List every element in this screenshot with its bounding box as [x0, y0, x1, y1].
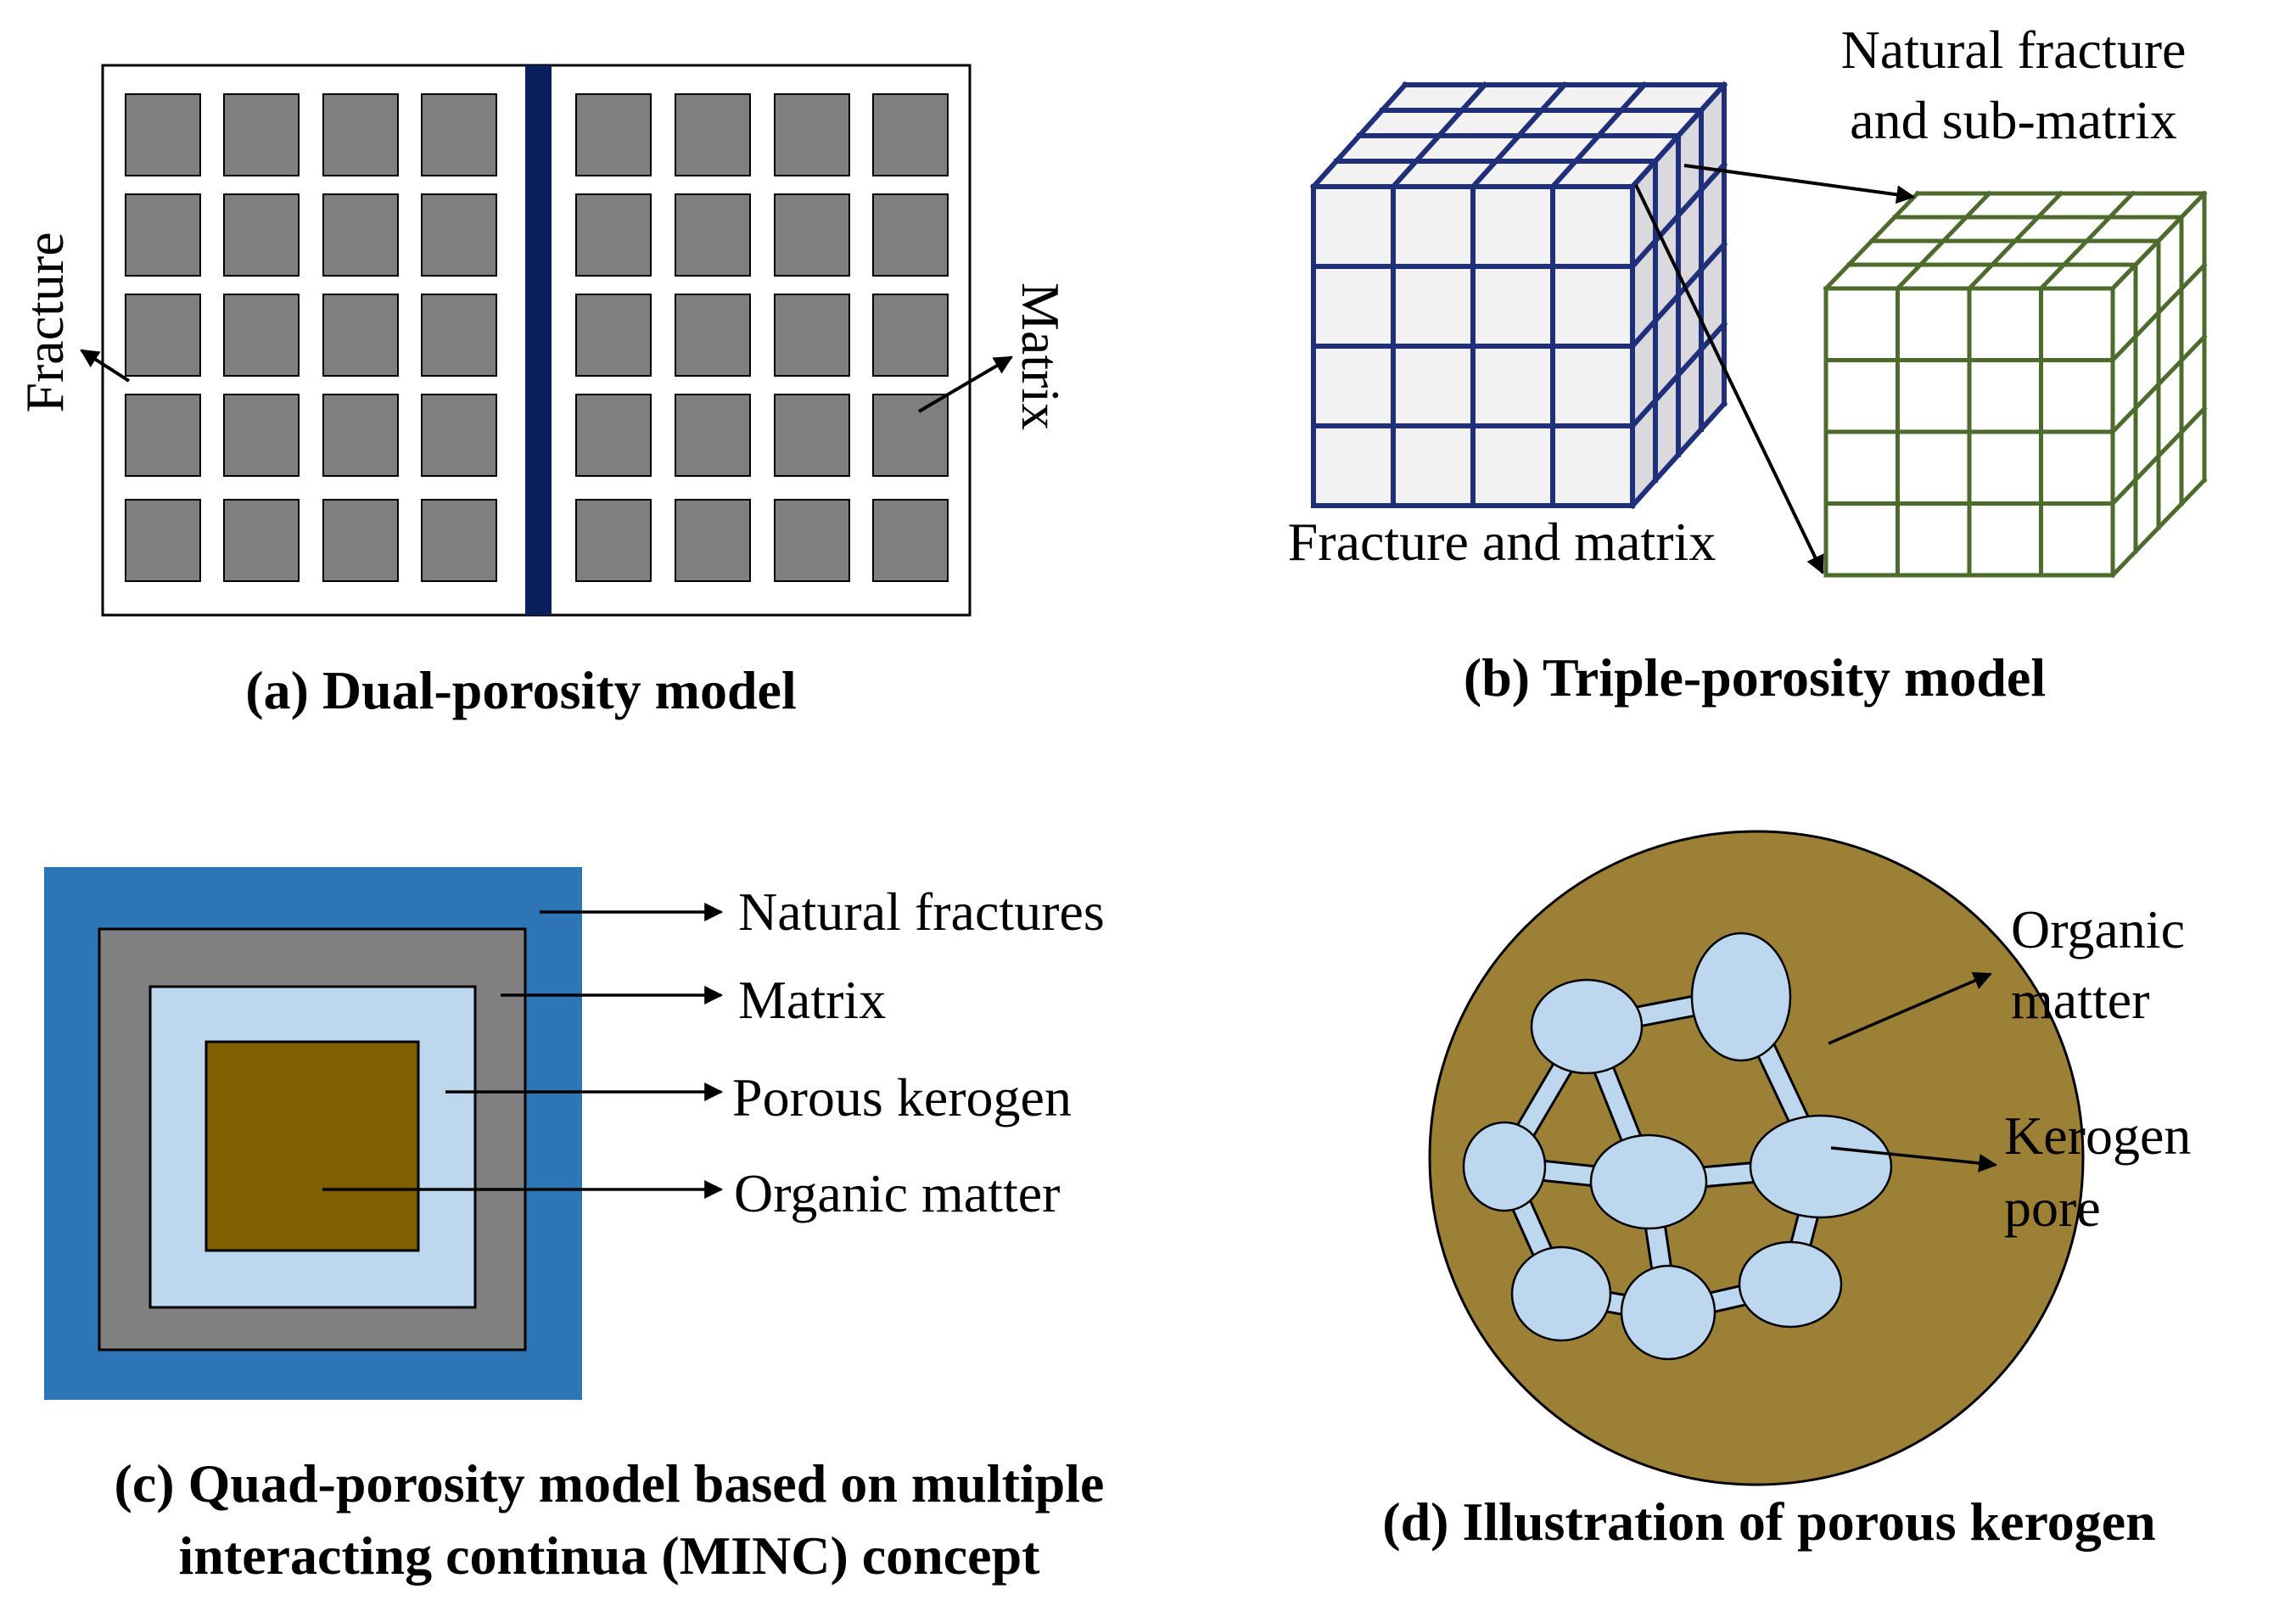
natural-fracture-label-line2: and sub-matrix: [1850, 90, 2177, 150]
matrix-block: [125, 294, 201, 377]
matrix-block: [675, 193, 751, 277]
organic-label-line2: matter: [2011, 970, 2149, 1030]
fracture-arrow: [80, 349, 131, 383]
matrix-block: [421, 499, 497, 582]
matrix-block: [675, 294, 751, 377]
matrix-block: [872, 93, 949, 176]
matrix-block: [223, 193, 300, 277]
panel-b-triple-porosity: Natural fracture and sub-matrix Fracture…: [1288, 20, 2208, 708]
matrix-block: [872, 193, 949, 277]
matrix-block: [774, 93, 850, 176]
kerogen-pore: [1530, 978, 1644, 1075]
fracture-matrix-cube: [1309, 81, 1728, 510]
matrix-block: [223, 499, 300, 582]
matrix-block: [322, 93, 399, 176]
matrix-block: [421, 294, 497, 377]
matrix-block: [575, 394, 652, 477]
natural-fracture-label-line1: Natural fracture: [1841, 20, 2187, 80]
kerogen-pore-arrow: [1830, 1146, 1998, 1172]
cube-grid-line: [1628, 320, 1728, 430]
matrix-block: [421, 93, 497, 176]
layer-label-matrix: Matrix: [738, 970, 886, 1030]
matrix-label: Matrix: [1011, 283, 1071, 430]
matrix-block: [774, 499, 850, 582]
matrix-block: [223, 93, 300, 176]
matrix-block: [575, 294, 652, 377]
cube-connector-arrow-bottom: [1634, 184, 1824, 574]
matrix-block: [421, 394, 497, 477]
fracture-label: Fracture: [14, 232, 75, 412]
matrix-block: [575, 499, 652, 582]
matrix-block: [575, 93, 652, 176]
matrix-block: [675, 93, 751, 176]
panel-d-caption: (d) Illustration of porous kerogen: [1382, 1491, 2156, 1552]
panel-c-caption-line1: (c) Quad-porosity model based on multipl…: [115, 1453, 1105, 1514]
matrix-block: [125, 93, 201, 176]
natural-fracture-sub-matrix-cube: [1823, 190, 2208, 579]
matrix-arrow: [917, 355, 1013, 413]
matrix-block: [872, 394, 949, 477]
fracture-and-matrix-label: Fracture and matrix: [1288, 512, 1716, 572]
kerogen-pore: [1462, 1121, 1547, 1212]
cube-connector-arrow-top: [1683, 164, 1916, 204]
kerogen-pore: [1738, 1240, 1843, 1329]
cube-grid-line: [1628, 400, 1728, 510]
layer-label-porous-kerogen: Porous kerogen: [732, 1067, 1072, 1128]
pore-label-line1: Kerogen: [2004, 1105, 2191, 1166]
matrix-block: [322, 499, 399, 582]
matrix-block: [322, 394, 399, 477]
panel-c-caption-line2: interacting continua (MINC) concept: [179, 1525, 1041, 1586]
matrix-block: [125, 499, 201, 582]
kerogen-pores: [1462, 932, 1893, 1361]
organic-matter-arrow-d: [1828, 971, 1993, 1045]
pore-label-line2: pore: [2004, 1178, 2101, 1238]
layer-label-organic-matter: Organic matter: [734, 1163, 1060, 1223]
panel-a-caption: (a) Dual-porosity model: [245, 660, 796, 720]
kerogen-pore: [1589, 1133, 1708, 1230]
organic-matter-core: [204, 1040, 420, 1252]
matrix-block: [872, 499, 949, 582]
panel-d-porous-kerogen: Organic matter Kerogen pore (d) Illustra…: [1382, 830, 2191, 1552]
organic-label-line1: Organic: [2011, 899, 2185, 960]
cube-grid-line: [2037, 190, 2136, 292]
matrix-block: [774, 394, 850, 477]
fracture-line: [525, 65, 552, 615]
matrix-block: [125, 193, 201, 277]
matrix-block: [675, 394, 751, 477]
kerogen-pore: [1510, 1245, 1612, 1342]
matrix-block: [872, 294, 949, 377]
matrix-block: [125, 394, 201, 477]
matrix-block: [774, 294, 850, 377]
matrix-block: [223, 394, 300, 477]
panel-c-quad-porosity: Natural fractures Matrix Porous kerogen …: [44, 867, 1105, 1586]
kerogen-pore: [1690, 932, 1792, 1062]
matrix-block: [322, 294, 399, 377]
cube-grid-line: [2109, 405, 2208, 507]
matrix-block: [322, 193, 399, 277]
cube-grid-line: [2109, 477, 2208, 579]
layer-label-natural-fractures: Natural fractures: [738, 881, 1105, 942]
cube-grid-line: [1548, 81, 1649, 191]
matrix-block: [421, 193, 497, 277]
panel-b-caption: (b) Triple-porosity model: [1464, 647, 2046, 708]
matrix-block: [675, 499, 751, 582]
matrix-block: [223, 294, 300, 377]
matrix-blocks: [125, 93, 949, 582]
panel-a-dual-porosity: Fracture Matrix (a) Dual-porosity model: [14, 64, 1071, 720]
matrix-block: [575, 193, 652, 277]
matrix-block: [774, 193, 850, 277]
kerogen-pore: [1749, 1114, 1893, 1219]
kerogen-pore: [1620, 1264, 1716, 1361]
